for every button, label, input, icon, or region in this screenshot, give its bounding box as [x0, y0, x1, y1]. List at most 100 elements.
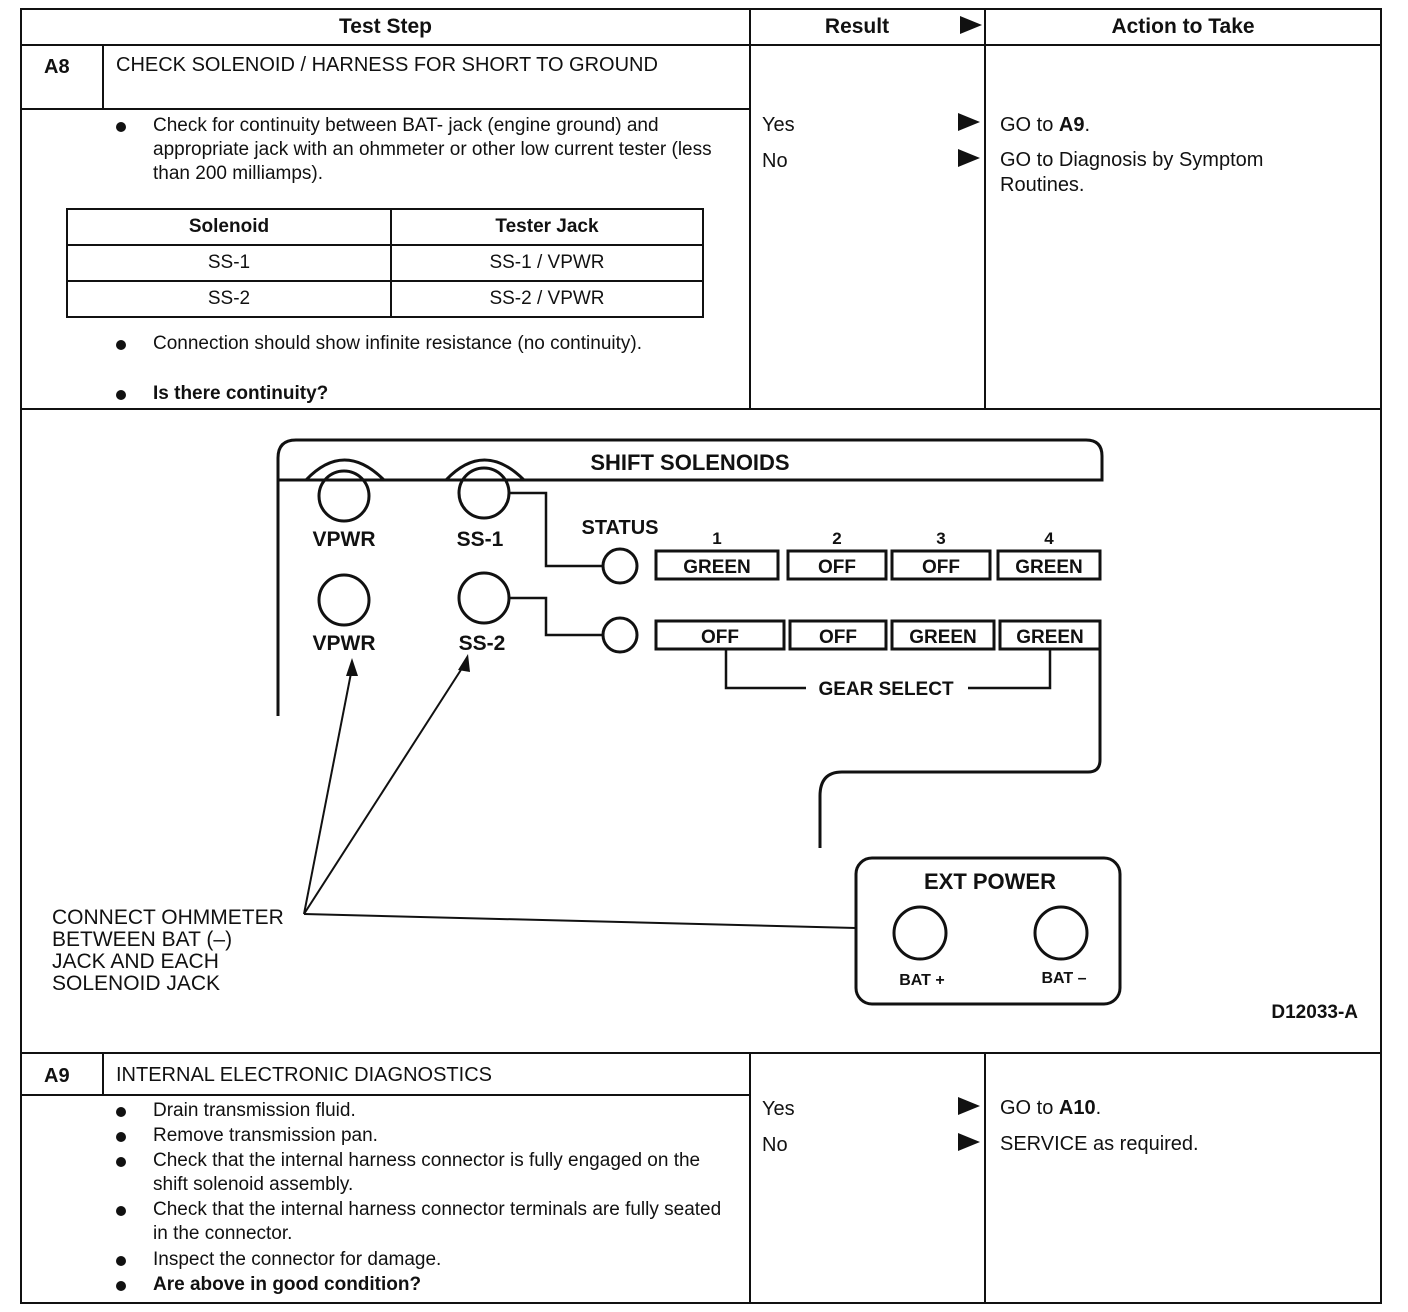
gear-select-label: GEAR SELECT: [818, 679, 954, 700]
a9-question: Are above in good condition?: [153, 1274, 422, 1295]
section-divider-a8: [20, 408, 1382, 410]
bat-minus-label: BAT –: [1041, 970, 1086, 987]
status-value: OFF: [922, 557, 960, 578]
a9-step-id: A9: [44, 1065, 70, 1087]
header-action: Action to Take: [1111, 15, 1255, 38]
table-cell: SS-1: [66, 244, 392, 282]
status-value: OFF: [819, 627, 857, 648]
a9-title: INTERNAL ELECTRONIC DIAGNOSTICS: [116, 1064, 492, 1086]
table-header-solenoid: Solenoid: [66, 208, 392, 246]
a9-bullet: Remove transmission pan.: [153, 1125, 378, 1146]
table-cell: SS-1 / VPWR: [390, 244, 704, 282]
jack-label: SS-2: [459, 632, 506, 655]
status-value: OFF: [701, 627, 739, 648]
table-row: SS-1 SS-1 / VPWR: [66, 244, 704, 282]
bullet-icon: [116, 1206, 126, 1216]
a8-bullet-1: Check for continuity between BAT- jack (…: [153, 115, 712, 184]
status-label: STATUS: [581, 517, 658, 539]
a8-step-id: A8: [44, 56, 70, 78]
status-led-ss1-icon: [601, 547, 639, 585]
status-value: GREEN: [909, 627, 977, 648]
gear-number: 1: [712, 529, 721, 548]
status-value: GREEN: [683, 557, 751, 578]
column-divider-result: [749, 8, 751, 408]
a8-action-yes: GO to A9.: [1000, 114, 1091, 136]
bullet-icon: [116, 1281, 126, 1291]
ext-power-box: [854, 856, 1122, 1006]
status-value: GREEN: [1016, 627, 1084, 648]
table-border-bottom: [20, 1302, 1382, 1304]
gear-number: 3: [936, 529, 945, 548]
a9-result-no: No: [762, 1134, 788, 1156]
bullet-icon: [116, 122, 126, 132]
vpwr-jack-1-icon: [317, 469, 371, 523]
tester-panel-outline: [276, 438, 1104, 716]
ss2-jack-icon: [457, 571, 511, 625]
callout-line: CONNECT OHMMETER: [52, 906, 284, 929]
status-value: OFF: [818, 557, 856, 578]
table-border-left: [20, 8, 22, 1304]
gear-number: 4: [1044, 529, 1054, 548]
a9-bullet: Check that the internal harness connecto…: [153, 1199, 722, 1244]
header-arrow-icon: [960, 16, 982, 34]
result-arrow-icon: [958, 149, 980, 167]
a9-action-no: SERVICE as required.: [1000, 1133, 1199, 1155]
jack-label: VPWR: [313, 528, 376, 551]
bullet-icon: [116, 1132, 126, 1142]
callout-line: SOLENOID JACK: [52, 972, 220, 995]
header-divider: [20, 44, 1382, 46]
status-led-ss2-icon: [601, 616, 639, 654]
a9-id-divider: [102, 1052, 104, 1094]
a9-title-divider: [20, 1094, 751, 1096]
jack-label: VPWR: [313, 632, 376, 655]
bullet-icon: [116, 1157, 126, 1167]
a8-action-no: GO to Diagnosis by Symptom Routines.: [1000, 149, 1264, 196]
bullet-icon: [116, 1107, 126, 1117]
bullet-icon: [116, 390, 126, 400]
a8-id-divider: [102, 44, 104, 108]
bullet-icon: [116, 1256, 126, 1266]
a8-result-yes: Yes: [762, 114, 795, 136]
a9-bullet: Drain transmission fluid.: [153, 1100, 356, 1121]
ext-power-label: EXT POWER: [924, 869, 1056, 894]
result-arrow-icon: [958, 113, 980, 131]
a8-bullet-2: Connection should show infinite resistan…: [153, 333, 642, 354]
column-divider-result-a9: [749, 1052, 751, 1304]
gear-number: 2: [832, 529, 841, 548]
a8-result-no: No: [762, 150, 788, 172]
a8-title-divider: [20, 108, 751, 110]
result-arrow-icon: [958, 1097, 980, 1115]
table-header-tester-jack: Tester Jack: [390, 208, 704, 246]
a8-title: CHECK SOLENOID / HARNESS FOR SHORT TO GR…: [116, 54, 658, 76]
bullet-icon: [116, 340, 126, 350]
column-divider-action: [984, 8, 986, 408]
callout-line: BETWEEN BAT (–): [52, 928, 232, 951]
figure-id: D12033-A: [1271, 1002, 1358, 1023]
a9-bullet: Check that the internal harness connecto…: [153, 1150, 701, 1195]
a9-action-yes: GO to A10.: [1000, 1097, 1102, 1119]
column-divider-action-a9: [984, 1052, 986, 1304]
status-value: GREEN: [1015, 557, 1083, 578]
table-border-right: [1380, 8, 1382, 1304]
a9-result-yes: Yes: [762, 1098, 795, 1120]
bat-plus-label: BAT +: [899, 972, 944, 989]
bat-minus-jack-icon: [1033, 905, 1089, 961]
panel-cable: [818, 648, 1102, 848]
diagram-title: SHIFT SOLENOIDS: [590, 450, 789, 475]
bat-plus-jack-icon: [892, 905, 948, 961]
table-cell: SS-2 / VPWR: [390, 280, 704, 318]
ss1-jack-icon: [457, 466, 511, 520]
header-test-step: Test Step: [339, 15, 432, 38]
a9-bullet: Inspect the connector for damage.: [153, 1249, 442, 1270]
header-result: Result: [824, 15, 890, 38]
table-border-top: [20, 8, 1382, 10]
table-row: SS-2 SS-2 / VPWR: [66, 280, 704, 318]
a8-question: Is there continuity?: [153, 383, 329, 404]
result-arrow-icon: [958, 1133, 980, 1151]
jack-label: SS-1: [457, 528, 504, 551]
section-divider-figure: [20, 1052, 1382, 1054]
callout-line: JACK AND EACH: [52, 950, 219, 973]
table-cell: SS-2: [66, 280, 392, 318]
solenoid-table: Solenoid Tester Jack SS-1 SS-1 / VPWR SS…: [66, 208, 704, 318]
